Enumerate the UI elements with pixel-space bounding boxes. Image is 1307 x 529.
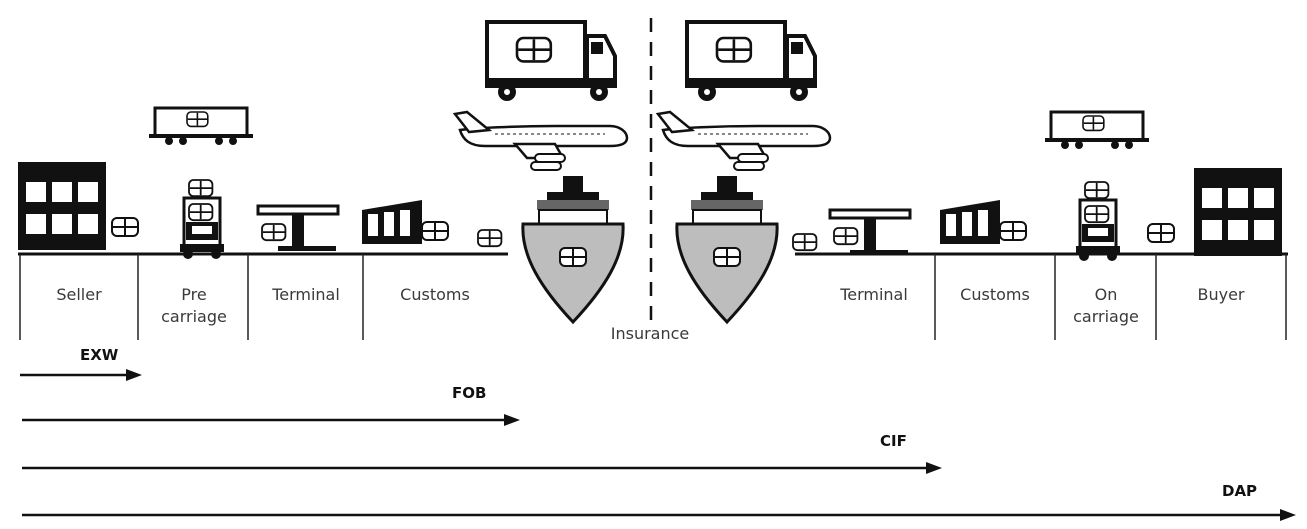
truck-icon-right: [685, 22, 817, 101]
incoterm-label-fob: FOB: [452, 384, 487, 402]
crate-icon: [999, 221, 1027, 241]
train-icon-right: [1045, 112, 1149, 149]
truck-icon-left: [485, 22, 617, 101]
stage-label-pre-carriage: Pre carriage: [161, 285, 227, 326]
stage-label-customs-right: Customs: [960, 285, 1030, 304]
stage-label-customs-left: Customs: [400, 285, 470, 304]
crate-icon: [477, 229, 503, 248]
stage-label-terminal-left: Terminal: [272, 285, 340, 304]
arrow-exw: [20, 369, 142, 381]
incoterm-label-exw: EXW: [80, 346, 119, 364]
crate-icon: [792, 233, 818, 252]
crate-icon: [1147, 223, 1175, 243]
ship-icon-left: [523, 176, 623, 322]
incoterm-label-cif: CIF: [880, 432, 907, 450]
customs-warehouse-icon-right: [940, 200, 1000, 244]
stage-label-terminal-right: Terminal: [840, 285, 908, 304]
crate-icon: [833, 227, 859, 246]
incoterm-label-dap: DAP: [1222, 482, 1258, 500]
insurance-label: Insurance: [610, 324, 690, 343]
arrow-dap: [22, 509, 1296, 521]
arrow-fob: [22, 414, 520, 426]
plane-icon-left: [453, 110, 629, 172]
forklift-icon-right: [1076, 182, 1120, 261]
forklift-icon-left: [180, 180, 224, 259]
crate-icon: [261, 223, 287, 242]
customs-warehouse-icon-left: [362, 200, 422, 244]
plane-icon-right: [656, 110, 832, 172]
crate-icon: [421, 221, 449, 241]
stage-label-buyer: Buyer: [1197, 285, 1245, 304]
stage-dividers-right: [934, 254, 1287, 340]
crate-icon: [111, 217, 139, 237]
stage-label-seller: Seller: [56, 285, 102, 304]
buyer-building-icon: [1194, 168, 1282, 256]
stage-label-on-carriage: On carriage: [1073, 285, 1139, 326]
stage-dividers-left: [19, 254, 364, 340]
train-icon-left: [149, 108, 253, 145]
seller-building-icon: [18, 162, 106, 250]
ship-icon-right: [677, 176, 777, 322]
arrow-cif: [22, 462, 942, 474]
